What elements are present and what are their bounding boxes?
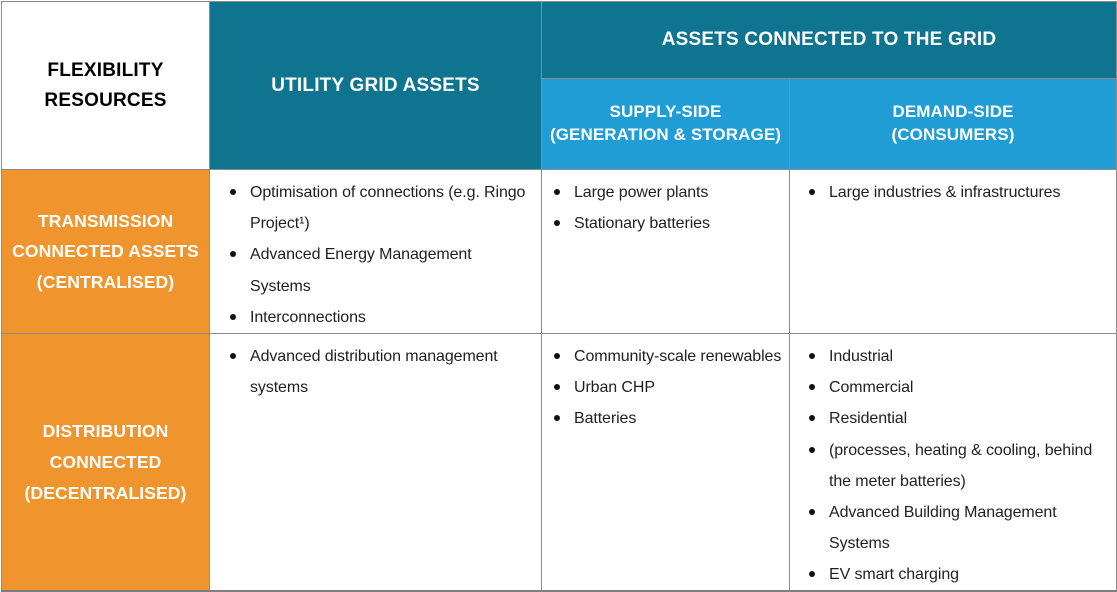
- list-item: Residential: [807, 403, 1108, 434]
- list-item: Large industries & infrastructures: [807, 177, 1108, 208]
- list-item: Stationary batteries: [552, 208, 783, 239]
- cell-transmission-utility-grid-assets: Optimisation of connections (e.g. Ringo …: [209, 169, 542, 334]
- row-label-transmission-text: TRANSMISSION CONNECTED ASSETS (CENTRALIS…: [12, 210, 199, 292]
- list-item: Advanced Energy Management Systems: [228, 239, 535, 301]
- row-label-transmission: TRANSMISSION CONNECTED ASSETS (CENTRALIS…: [1, 169, 210, 334]
- list-item: Batteries: [552, 403, 783, 434]
- list-item: Advanced distribution management systems: [228, 341, 535, 403]
- cell-transmission-demand-side: Large industries & infrastructures: [789, 169, 1117, 334]
- header-supply-side-label: SUPPLY-SIDE (GENERATION & STORAGE): [549, 102, 782, 144]
- transmission-utility-list: Optimisation of connections (e.g. Ringo …: [228, 177, 535, 333]
- list-item: Optimisation of connections (e.g. Ringo …: [228, 177, 535, 239]
- header-utility-grid-assets: UTILITY GRID ASSETS: [209, 1, 542, 170]
- header-utility-grid-assets-label: UTILITY GRID ASSETS: [271, 74, 480, 96]
- header-demand-side: DEMAND-SIDE (CONSUMERS): [789, 78, 1117, 170]
- transmission-demand-list: Large industries & infrastructures: [807, 177, 1108, 208]
- header-demand-side-label: DEMAND-SIDE (CONSUMERS): [891, 102, 1015, 144]
- list-item: (processes, heating & cooling, behind th…: [807, 435, 1108, 497]
- header-flexibility-resources-label: FLEXIBILITY RESOURCES: [44, 60, 167, 111]
- list-item: EV smart charging: [807, 559, 1108, 590]
- list-item: Urban CHP: [552, 372, 783, 403]
- list-item: Interconnections: [228, 302, 535, 333]
- row-label-distribution: DISTRIBUTION CONNECTED (DECENTRALISED): [1, 332, 210, 592]
- list-item: Advanced Building Management Systems: [807, 497, 1108, 559]
- header-supply-side: SUPPLY-SIDE (GENERATION & STORAGE): [541, 78, 790, 170]
- row-label-distribution-text: DISTRIBUTION CONNECTED (DECENTRALISED): [24, 421, 187, 503]
- header-flexibility-resources: FLEXIBILITY RESOURCES: [1, 1, 210, 170]
- list-item: Community-scale renewables: [552, 341, 783, 372]
- table-row-distribution: DISTRIBUTION CONNECTED (DECENTRALISED) A…: [1, 332, 1117, 592]
- table-row-transmission: TRANSMISSION CONNECTED ASSETS (CENTRALIS…: [1, 169, 1117, 334]
- cell-distribution-utility-grid-assets: Advanced distribution management systems: [209, 332, 542, 592]
- header-assets-connected-group: ASSETS CONNECTED TO THE GRID: [541, 1, 1117, 79]
- distribution-utility-list: Advanced distribution management systems: [228, 341, 535, 403]
- list-item: Industrial: [807, 341, 1108, 372]
- list-item: Large power plants: [552, 177, 783, 208]
- header-assets-connected-label: ASSETS CONNECTED TO THE GRID: [661, 29, 997, 50]
- list-item: Commercial: [807, 372, 1108, 403]
